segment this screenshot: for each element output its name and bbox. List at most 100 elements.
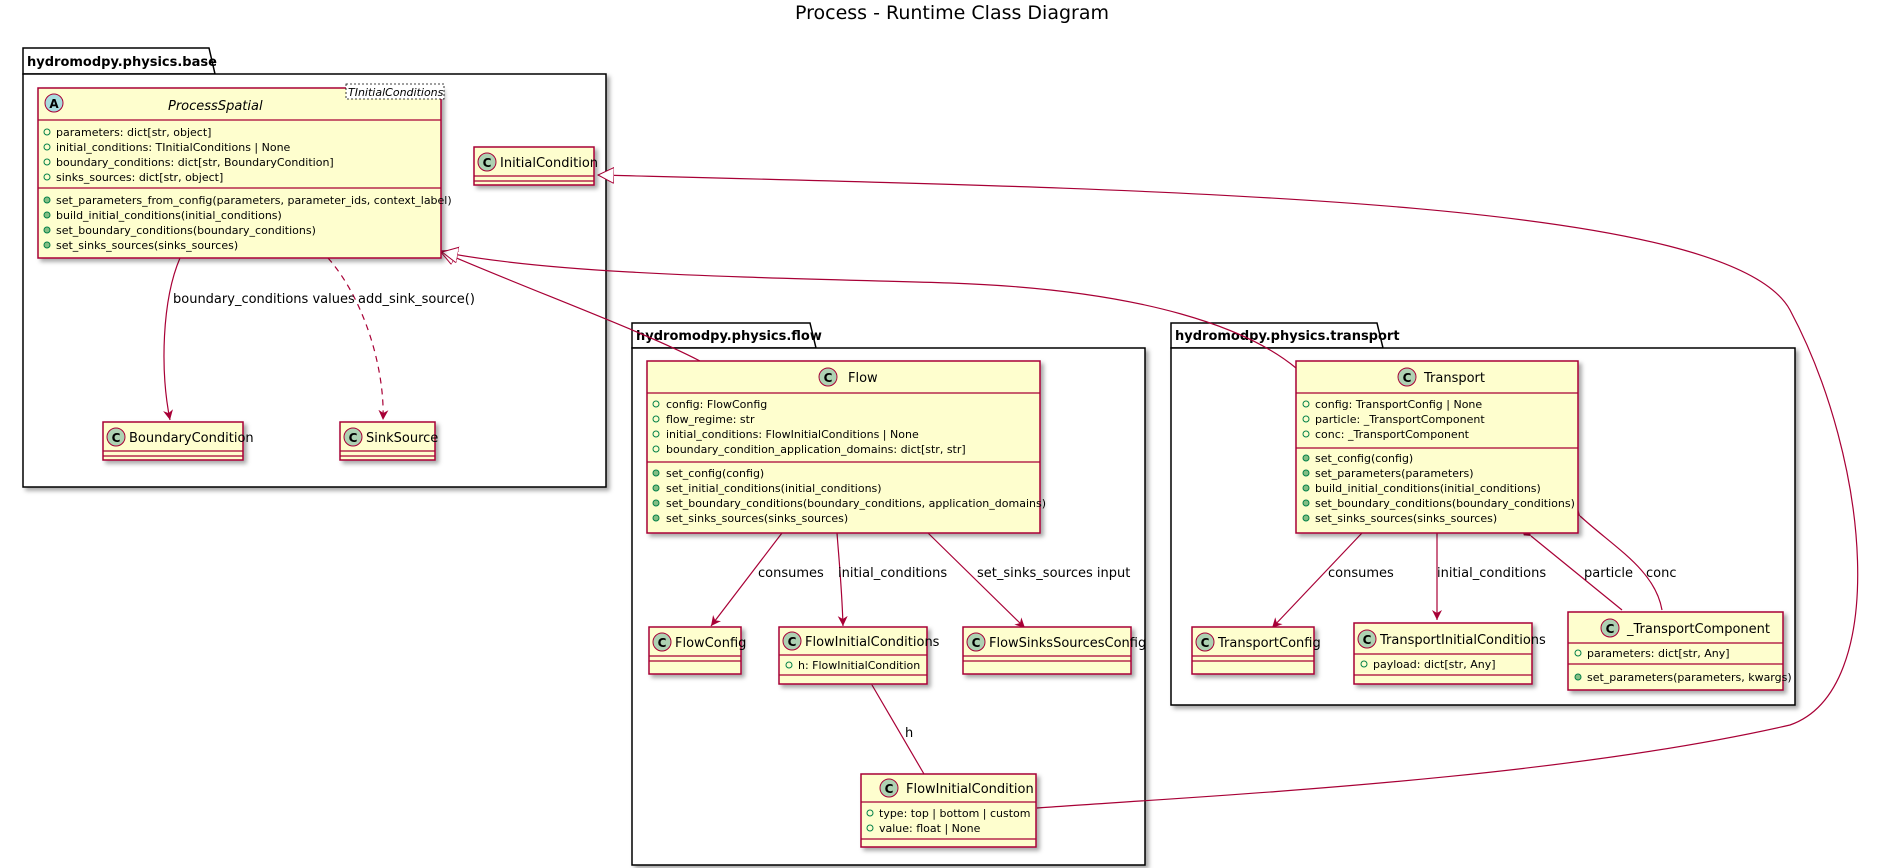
field: initial_conditions: FlowInitialCondition…	[666, 428, 919, 441]
relation-flow-sinks-sources	[927, 532, 1026, 629]
field: boundary_condition_application_domains: …	[666, 443, 966, 456]
method: build_initial_conditions(initial_conditi…	[56, 209, 282, 222]
relation-flow-extends-processspatial	[440, 251, 701, 362]
public-method-icon	[1302, 484, 1310, 492]
public-field-icon	[43, 173, 51, 181]
public-field-icon	[1574, 649, 1582, 657]
public-method-icon	[1302, 454, 1310, 462]
class-name: SinkSource	[366, 431, 438, 446]
method: set_parameters(parameters, kwargs)	[1587, 671, 1792, 684]
package-flow-name: hydromodpy.physics.flow	[636, 329, 822, 344]
class-name: FlowInitialConditions	[805, 635, 940, 650]
class-name: Flow	[848, 371, 878, 386]
class-stereotype-icon: C	[112, 431, 121, 445]
method: set_parameters(parameters)	[1315, 467, 1474, 480]
relation-transport-particle	[1521, 528, 1623, 611]
relation-transport-conc	[1571, 507, 1663, 611]
public-field-icon	[43, 128, 51, 136]
class-stereotype-icon: C	[658, 636, 667, 650]
public-method-icon	[1574, 673, 1582, 681]
class-flowinitialconditions[interactable]: C FlowInitialConditions h: FlowInitialCo…	[778, 626, 940, 685]
field: particle: _TransportComponent	[1315, 413, 1485, 426]
public-method-icon	[652, 469, 660, 477]
diagram-title: Process - Runtime Class Diagram	[794, 2, 1109, 24]
class-sinksource[interactable]: C SinkSource	[339, 421, 438, 461]
class-flowinitialcondition[interactable]: C FlowInitialCondition type: top | botto…	[860, 773, 1037, 848]
public-field-icon	[43, 143, 51, 151]
public-field-icon	[43, 158, 51, 166]
public-field-icon	[652, 400, 660, 408]
public-method-icon	[43, 226, 51, 234]
public-field-icon	[1302, 430, 1310, 438]
public-method-icon	[1302, 469, 1310, 477]
public-field-icon	[866, 809, 874, 817]
class-stereotype-icon: C	[1403, 371, 1412, 385]
class-stereotype-icon: C	[349, 431, 358, 445]
field: h: FlowInitialCondition	[798, 659, 920, 672]
method: set_parameters_from_config(parameters, p…	[56, 194, 452, 207]
class-stereotype-icon: C	[885, 782, 894, 796]
class-name: FlowConfig	[675, 636, 746, 651]
class-stereotype-icon: C	[1606, 622, 1615, 636]
method: set_config(config)	[666, 467, 764, 480]
public-field-icon	[652, 415, 660, 423]
class-initialcondition[interactable]: C InitialCondition	[473, 146, 598, 186]
public-field-icon	[785, 661, 793, 669]
method: set_sinks_sources(sinks_sources)	[1315, 512, 1497, 525]
public-method-icon	[43, 211, 51, 219]
relation-fic-h	[865, 674, 925, 775]
class-boundarycondition[interactable]: C BoundaryCondition	[102, 421, 254, 461]
field: parameters: dict[str, object]	[56, 126, 211, 139]
field: value: float | None	[879, 822, 981, 835]
relation-flow-consumes	[710, 532, 783, 627]
method: set_boundary_conditions(boundary_conditi…	[1315, 497, 1575, 510]
method: build_initial_conditions(initial_conditi…	[1315, 482, 1541, 495]
public-field-icon	[1302, 400, 1310, 408]
package-base-name: hydromodpy.physics.base	[27, 55, 217, 70]
label-flow-initial-conditions: initial_conditions	[838, 566, 947, 581]
class-flowconfig[interactable]: C FlowConfig	[648, 626, 746, 675]
class-name: Transport	[1423, 371, 1485, 386]
relation-transport-extends-processspatial	[442, 252, 1297, 369]
template-box	[345, 83, 445, 100]
relation-flowinitialcondition-extends-initialcondition	[598, 175, 1859, 809]
public-method-icon	[1302, 514, 1310, 522]
public-field-icon	[866, 824, 874, 832]
public-method-icon	[1302, 499, 1310, 507]
public-method-icon	[652, 484, 660, 492]
relation-add-sink-source	[327, 257, 389, 421]
field: payload: dict[str, Any]	[1373, 658, 1496, 671]
class-name: FlowSinksSourcesConfig	[989, 636, 1146, 651]
class-stereotype-icon: C	[788, 635, 797, 649]
relation-boundary-conditions-values	[163, 257, 181, 421]
field: config: FlowConfig	[666, 398, 767, 411]
method: set_initial_conditions(initial_condition…	[666, 482, 882, 495]
public-method-icon	[652, 499, 660, 507]
relation-flow-initial-conditions	[836, 532, 848, 627]
public-field-icon	[1360, 660, 1368, 668]
label-transport-consumes: consumes	[1328, 566, 1394, 581]
class-stereotype-icon: C	[972, 636, 981, 650]
class-transportinitialconditions[interactable]: C TransportInitialConditions payload: di…	[1353, 622, 1546, 685]
class-transportcomponent[interactable]: C _TransportComponent parameters: dict[s…	[1567, 611, 1792, 691]
class-transport[interactable]: C Transport config: TransportConfig | No…	[1295, 360, 1579, 534]
public-field-icon	[652, 445, 660, 453]
class-name: TransportInitialConditions	[1379, 633, 1546, 648]
field: type: top | bottom | custom	[879, 807, 1031, 820]
label-transport-conc: conc	[1646, 566, 1677, 581]
method: set_boundary_conditions(boundary_conditi…	[56, 224, 316, 237]
label-flow-consumes: consumes	[758, 566, 824, 581]
class-flow[interactable]: C Flow config: FlowConfig flow_regime: s…	[646, 360, 1046, 534]
method: set_boundary_conditions(boundary_conditi…	[666, 497, 1046, 510]
field: initial_conditions: TInitialConditions |…	[56, 141, 291, 154]
field: sinks_sources: dict[str, object]	[56, 171, 223, 184]
template-parameter: TInitialConditions	[348, 86, 444, 99]
class-processspatial[interactable]: A ProcessSpatial TInitialConditions para…	[37, 83, 452, 259]
class-flowsinkssourcesconfig[interactable]: C FlowSinksSourcesConfig	[962, 626, 1146, 675]
class-name: InitialCondition	[500, 156, 598, 171]
label-transport-particle: particle	[1584, 566, 1633, 581]
class-name: _TransportComponent	[1626, 622, 1770, 637]
public-field-icon	[652, 430, 660, 438]
public-method-icon	[43, 241, 51, 249]
class-transportconfig[interactable]: C TransportConfig	[1191, 626, 1321, 675]
